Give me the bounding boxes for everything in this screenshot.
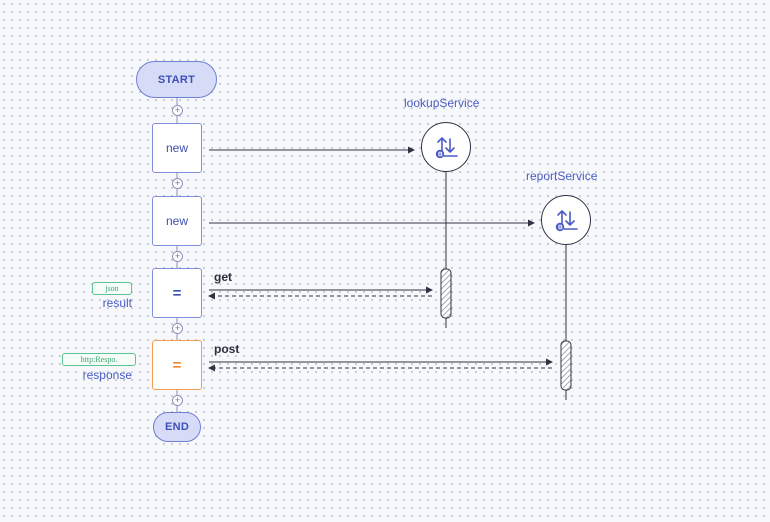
endpoint-report-service[interactable] [541, 195, 591, 245]
add-step-button[interactable]: + [172, 323, 183, 334]
add-step-button[interactable]: + [172, 251, 183, 262]
variable-label-response: response [82, 368, 132, 382]
service-transfer-icon [555, 210, 578, 232]
new-statement-node[interactable]: new [152, 123, 202, 173]
service-transfer-icon [435, 137, 458, 159]
endpoint-lookup-service[interactable] [421, 122, 471, 172]
action-label-post: post [214, 342, 240, 356]
variable-label-result: result [102, 296, 132, 310]
start-node[interactable]: START [136, 61, 217, 98]
add-step-button[interactable]: + [172, 105, 183, 116]
action-label-get: get [214, 270, 232, 284]
activation-bar-lookup [440, 268, 452, 319]
endpoint-label-report-service: reportService [526, 169, 598, 183]
add-step-button[interactable]: + [172, 178, 183, 189]
end-node[interactable]: END [153, 412, 201, 442]
assignment-node-response[interactable]: = [152, 340, 202, 390]
type-badge-http-response: http:Respo. [62, 353, 136, 366]
activation-bar-report [560, 340, 572, 391]
add-step-button[interactable]: + [172, 395, 183, 406]
endpoint-label-lookup-service: lookupService [404, 96, 480, 110]
new-statement-node[interactable]: new [152, 196, 202, 246]
assignment-node-result[interactable]: = [152, 268, 202, 318]
type-badge-json: json [92, 282, 132, 295]
